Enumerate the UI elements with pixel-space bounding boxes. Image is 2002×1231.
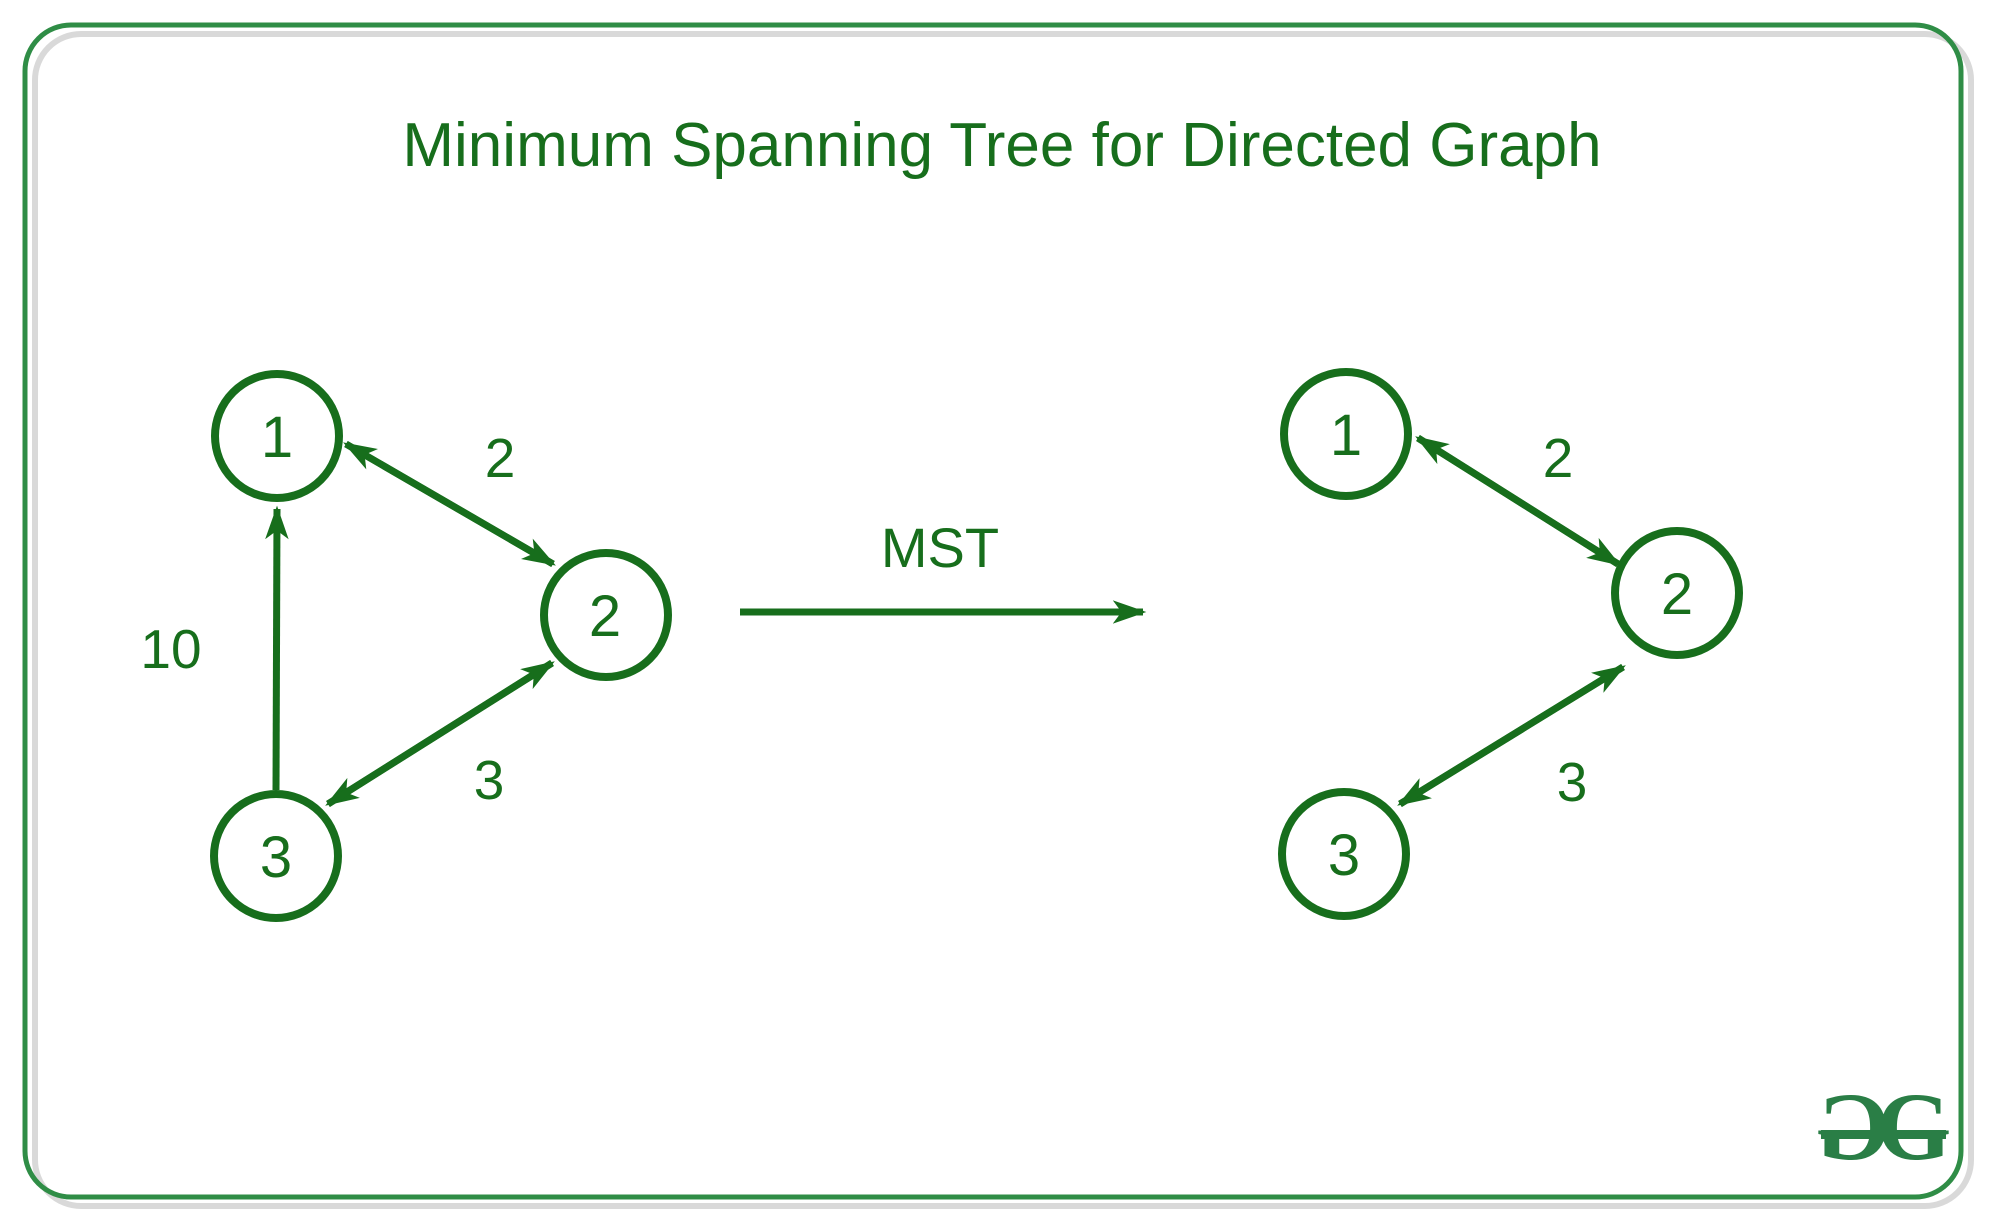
edge-weight-3: 3 [474, 749, 505, 811]
mst-node-2 [1611, 527, 1743, 659]
card-shadow-border [32, 31, 1974, 1209]
edge-weight-10: 10 [140, 618, 201, 680]
node-1 [211, 370, 343, 502]
edge-1-to-2-arrowback [344, 440, 556, 568]
mst-node-1 [1280, 368, 1412, 500]
mst-edge-1-to-2-arrowback [1416, 435, 1621, 567]
node-2 [540, 549, 672, 681]
edge-3-to-2-arrowback [326, 660, 555, 807]
logo-crossbar [1821, 1130, 1946, 1139]
edge-weight-2: 2 [485, 427, 516, 489]
page-title: Minimum Spanning Tree for Directed Graph [402, 111, 1601, 180]
node-3-label: 3 [260, 825, 292, 890]
node-2-label: 2 [589, 584, 621, 649]
directed-graph: 1 2 3 2 10 3 [140, 370, 672, 922]
card-border [22, 22, 1964, 1200]
mst-node-1-label: 1 [1330, 403, 1362, 468]
edge-3-to-1 [265, 505, 289, 791]
logo-mirrored-g: G [1816, 1073, 1891, 1180]
mst-transform: MST [740, 516, 1147, 624]
node-1-label: 1 [261, 405, 293, 470]
mst-graph: 1 2 3 2 3 [1278, 368, 1743, 920]
mst-node-3 [1278, 788, 1410, 920]
mst-node-2-label: 2 [1661, 562, 1693, 627]
node-3 [210, 790, 342, 922]
mst-node-3-label: 3 [1328, 823, 1360, 888]
geeksforgeeks-logo-icon: G G [1816, 1073, 1952, 1180]
mst-label: MST [881, 516, 999, 579]
mst-edge-weight-3: 3 [1557, 751, 1588, 813]
logo-g: G [1877, 1073, 1952, 1180]
mst-edge-weight-2: 2 [1543, 427, 1574, 489]
mst-edge-3-to-2-arrowback [1398, 664, 1626, 807]
